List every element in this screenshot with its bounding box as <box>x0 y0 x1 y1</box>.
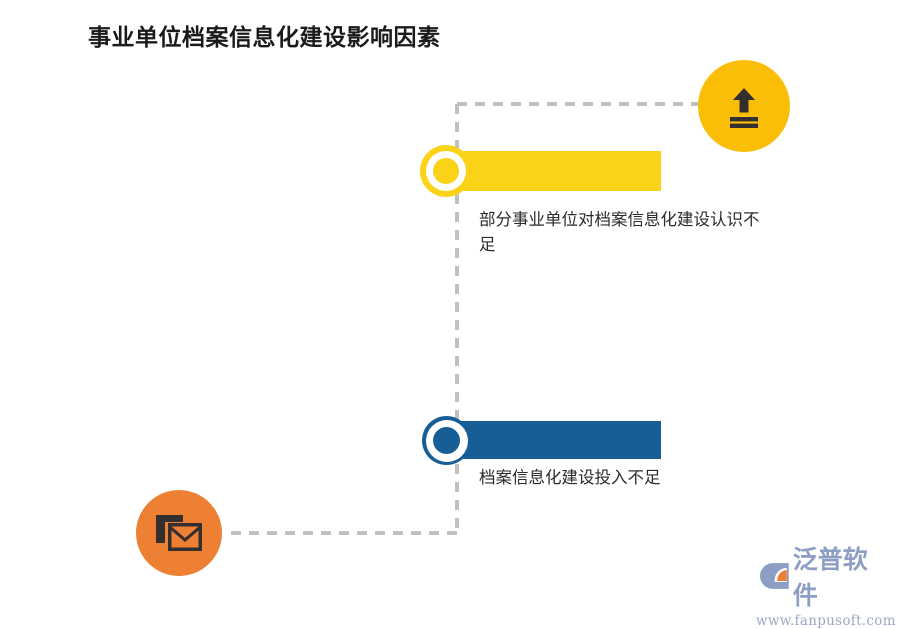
marker-ring-factor-1 <box>426 151 466 191</box>
diagram-canvas: 事业单位档案信息化建设影响因素 <box>88 25 896 629</box>
marker-ring-factor-2 <box>425 419 468 462</box>
mail-icon-bubble[interactable] <box>136 490 222 576</box>
upload-icon-bubble[interactable] <box>698 60 790 152</box>
brand-mark-icon <box>759 563 789 589</box>
brand-logo-url: www.fanpusoft.com <box>756 613 896 629</box>
brand-logo-row: 泛普软件 <box>756 540 892 612</box>
page-title: 事业单位档案信息化建设影响因素 <box>88 25 441 51</box>
marker-core-factor-1 <box>433 158 459 184</box>
caption-factor-2: 档案信息化建设投入不足 <box>479 468 661 487</box>
bar-factor-2[interactable] <box>440 421 661 459</box>
caption-factor-1: 部分事业单位对档案信息化建设认识不足 <box>479 210 760 254</box>
brand-logo: 泛普软件 www.fanpusoft.com <box>756 540 895 629</box>
bar-factor-1[interactable] <box>440 151 661 191</box>
upload-icon <box>730 88 758 128</box>
marker-factor-2[interactable] <box>422 416 471 465</box>
brand-logo-text: 泛普软件 <box>792 545 868 610</box>
marker-factor-1[interactable] <box>420 145 472 197</box>
mail-icon <box>156 515 202 551</box>
marker-core-factor-2 <box>433 427 460 454</box>
